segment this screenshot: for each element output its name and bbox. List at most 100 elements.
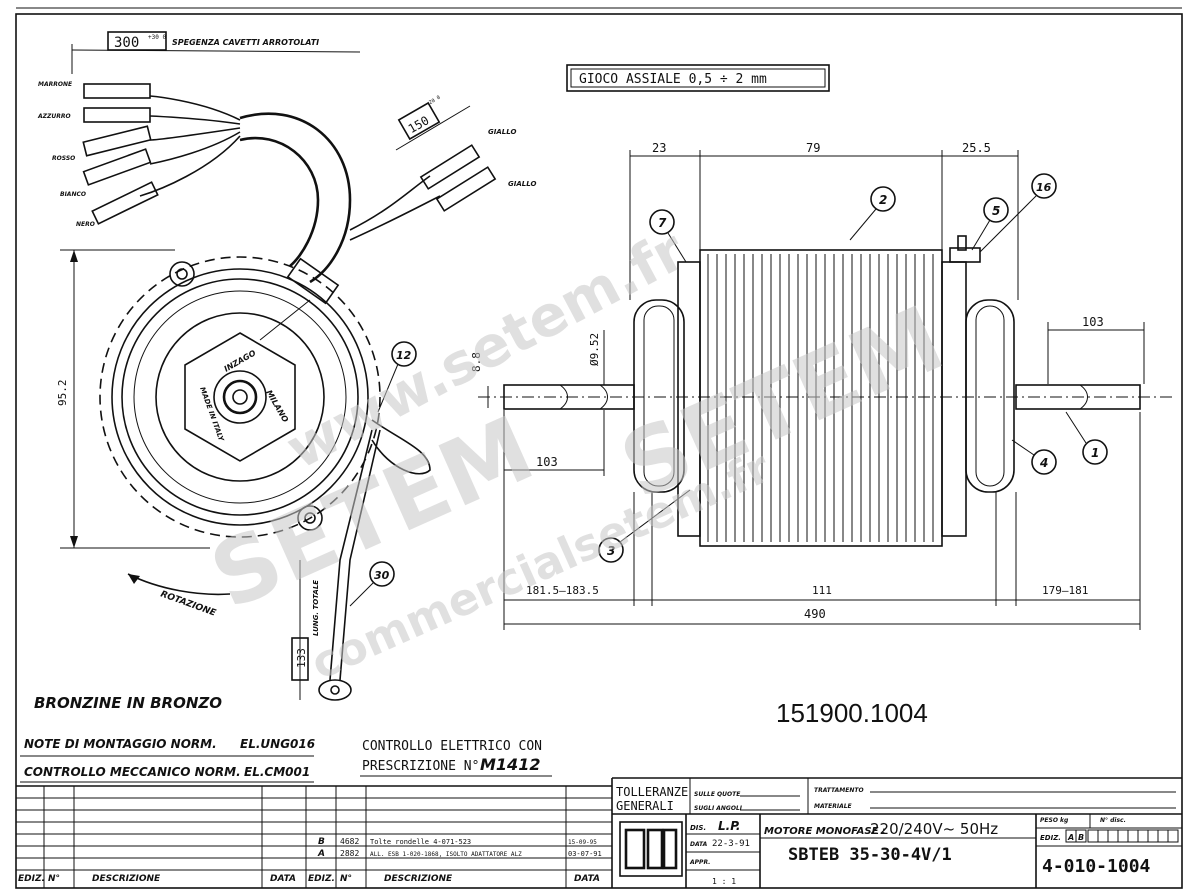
svg-text:5: 5 xyxy=(992,204,1000,218)
dim-179: 179–181 xyxy=(1042,584,1088,597)
edition-cell xyxy=(1157,829,1169,843)
wire-label-2: ROSSO xyxy=(52,155,75,162)
scale: 1 : 1 xyxy=(712,877,736,886)
dim-103-right: 103 xyxy=(1047,315,1145,384)
elec-code: M1412 xyxy=(480,755,540,774)
elec-note-2: PRESCRIZIONE N° xyxy=(362,759,479,774)
edition-cell xyxy=(1117,829,1129,843)
col-ediz-left: EDIZ. xyxy=(18,874,45,884)
dim-103-right-value: 103 xyxy=(1082,315,1104,329)
balloon-12: 12 xyxy=(377,341,417,413)
title-block: EDIZ. N° DESCRIZIONE DATA EDIZ. N° DESCR… xyxy=(16,777,1182,888)
dim-25: 25.5 xyxy=(962,141,991,155)
right-wire-length: 150 xyxy=(406,113,432,136)
col-data-right: DATA xyxy=(574,874,600,884)
dim-shaft-diameter: Ø9.52 xyxy=(588,333,601,366)
edition-cell xyxy=(1147,829,1159,843)
wire-harness-left: MARRONE AZZURRO ROSSO BIANCO NERO xyxy=(37,81,352,284)
rev-b-number: 4682 xyxy=(340,837,359,846)
elec-note-1: CONTROLLO ELETTRICO CON xyxy=(362,739,542,754)
svg-text:4: 4 xyxy=(1039,456,1048,470)
edition-b: B xyxy=(1078,833,1084,842)
axial-play-text: GIOCO ASSIALE 0,5 ÷ 2 mm xyxy=(579,72,767,87)
balloon-3: 3 xyxy=(598,489,691,563)
edition-cell xyxy=(1087,829,1099,843)
col-ediz-right: EDIZ. xyxy=(308,874,335,884)
cable-tolerance: +30 0 xyxy=(148,34,166,41)
balloon-2: 2 xyxy=(849,186,896,241)
rev-a-date: 03-07-91 xyxy=(568,850,602,858)
balloon-4: 4 xyxy=(1011,439,1057,475)
edition-cell xyxy=(1127,829,1139,843)
drawn-label: DIS. xyxy=(690,824,706,832)
wire-harness-right: 150 +20 0 GIALLO GIALLO xyxy=(349,95,536,241)
balloon-16: 16 xyxy=(979,173,1057,253)
rev-a-number: 2882 xyxy=(340,849,359,858)
motor-label: MOTORE MONOFASE : xyxy=(764,826,886,837)
on-angles: SUGLI ANGOLI xyxy=(694,805,743,812)
rev-b: B xyxy=(318,837,325,847)
svg-text:1: 1 xyxy=(1091,446,1099,460)
wire-label-4: NERO xyxy=(76,221,95,228)
edition-label: EDIZ. xyxy=(1040,834,1061,842)
edition-cell xyxy=(1137,829,1149,843)
col-desc-right: DESCRIZIONE xyxy=(384,874,453,884)
rev-a: A xyxy=(317,849,325,859)
hub-text-inzago: INZAGO xyxy=(223,348,258,373)
mech-code: EL.CM001 xyxy=(244,765,310,779)
edition-cell xyxy=(1107,829,1119,843)
col-desc-left: DESCRIZIONE xyxy=(92,874,161,884)
svg-text:30: 30 xyxy=(374,569,390,582)
dim-flat: 8.8 xyxy=(470,352,483,372)
watermark: www.setem.fr SETEM SETEM commercialsetem… xyxy=(196,218,958,690)
balloon-30: 30 xyxy=(349,561,395,607)
drawn-by: L.P. xyxy=(718,819,740,833)
svg-text:12: 12 xyxy=(396,349,412,362)
treatment-label: TRATTAMENTO xyxy=(814,787,864,794)
drawing-frame xyxy=(15,13,1183,889)
tolerances-label: TOLLERANZE xyxy=(616,785,688,799)
dim-490: 490 xyxy=(804,607,826,621)
col-n-right: N° xyxy=(340,874,352,884)
dim-111: 111 xyxy=(812,584,832,597)
wire-label-0: MARRONE xyxy=(38,81,73,88)
assembly-notes: NOTE DI MONTAGGIO NORM. EL.UNG016 CONTRO… xyxy=(20,737,552,783)
dim-181: 181.5–183.5 xyxy=(526,584,599,597)
material-label: MATERIALE xyxy=(814,803,853,810)
balloon-1: 1 xyxy=(1065,411,1108,465)
bearings-note: BRONZINE IN BRONZO xyxy=(34,694,222,712)
model-name: SBTEB 35-30-4V/1 xyxy=(788,845,952,865)
cable-note: SPEGENZA CAVETTI ARROTOLATI xyxy=(172,38,319,47)
dim-79: 79 xyxy=(806,141,820,155)
general-label: GENERALI xyxy=(616,799,674,813)
mech-note: CONTROLLO MECCANICO NORM. xyxy=(24,765,241,779)
right-wire-label-1: GIALLO xyxy=(508,180,536,188)
sheet-label: N° disc. xyxy=(1100,817,1126,824)
company-logo xyxy=(619,821,683,877)
rotation-indicator: ROTAZIONE xyxy=(127,573,231,619)
rev-b-date: 15-09-95 xyxy=(568,839,597,846)
svg-text:16: 16 xyxy=(1036,181,1052,194)
assembly-note: NOTE DI MONTAGGIO NORM. xyxy=(24,737,217,751)
dim-shaft: Ø9.52 8.8 xyxy=(470,330,605,408)
weight-label: PESO kg xyxy=(1040,817,1069,824)
rev-b-desc: Tolte rondelle 4-071-523 xyxy=(370,838,471,846)
col-n-left: N° xyxy=(48,874,60,884)
edition-a: A xyxy=(1067,833,1074,842)
svg-text:2: 2 xyxy=(879,193,887,207)
drawing-date: 22-3-91 xyxy=(712,839,750,849)
svg-text:7: 7 xyxy=(658,216,667,230)
part-number: 151900.1004 xyxy=(776,698,928,728)
lead-note: LUNG. TOTALE xyxy=(312,580,320,636)
wire-label-1: AZZURRO xyxy=(37,113,71,120)
right-wire-tol: +20 0 xyxy=(425,95,441,108)
dims-top: 23 79 25.5 xyxy=(629,141,1019,300)
right-wire-label-0: GIALLO xyxy=(488,128,516,136)
dim-height: 95.2 xyxy=(56,249,210,549)
rev-a-desc: ALL. ESB 1-020-1868, ISOLTO ADATTATORE A… xyxy=(370,851,522,858)
drawing-number: 4-010-1004 xyxy=(1042,856,1151,877)
wire-label-3: BIANCO xyxy=(60,191,86,198)
dim-23: 23 xyxy=(652,141,666,155)
approved-label: APPR. xyxy=(689,859,710,866)
